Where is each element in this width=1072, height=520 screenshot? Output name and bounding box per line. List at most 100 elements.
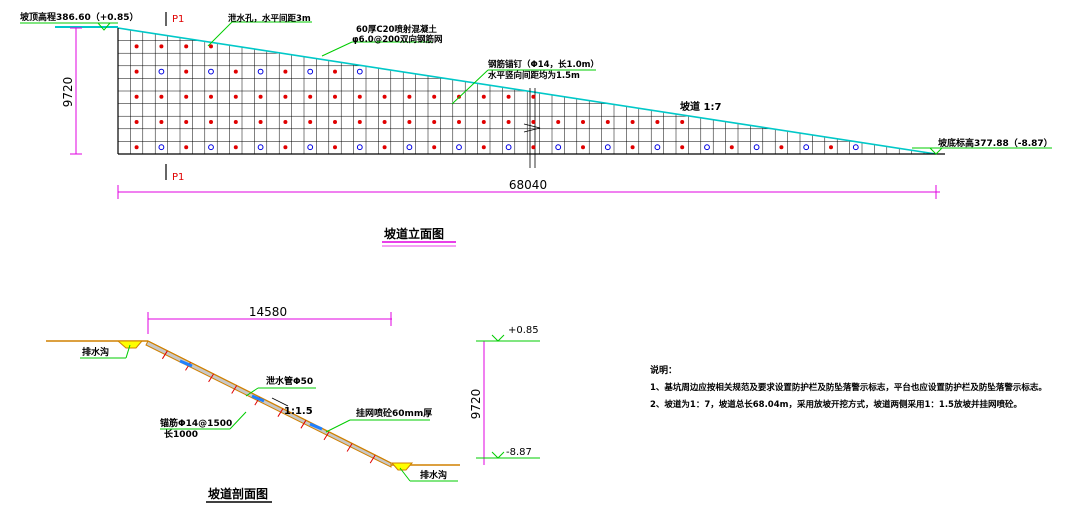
elevation-grid [118, 29, 925, 154]
slope-band [145, 340, 392, 468]
section-title: 坡道剖面图 [208, 486, 268, 501]
ditch-right-label: 排水沟 [420, 469, 447, 481]
anchor-dot [729, 145, 734, 150]
slope-label: 坡道 1:7 [680, 100, 721, 113]
anchor-dot [506, 120, 511, 124]
anchor-dot [159, 44, 164, 49]
slope-top-line [117, 27, 937, 155]
anchor-dot [134, 69, 139, 74]
anchor-dot [457, 120, 461, 124]
anchor-dot [333, 145, 337, 150]
anchor-dots [134, 44, 859, 151]
anchor-dot [283, 94, 288, 99]
section-mark-top: P1 [172, 14, 184, 25]
anchor-dot [134, 94, 139, 99]
note-item-2: 2、坡道为1：7，坡道总长68.04m，采用放坡开挖方式，坡道两侧采用1：1.5… [650, 399, 1022, 410]
top-elevation-label: 坡顶高程386.60（+0.85） [20, 11, 138, 23]
svg-text:泄水孔，水平间距3m: 泄水孔，水平间距3m [228, 13, 311, 24]
section-view: 排水沟 泄水管Φ50 挂网喷砼60mm厚 1:1.5 锚筋Φ14@1500 长1… [46, 305, 540, 503]
anchor-dot [209, 44, 213, 49]
section-anchor [231, 385, 238, 394]
anchor-dot [506, 94, 511, 99]
anchor-dot [680, 120, 685, 124]
drain-hole [803, 144, 810, 151]
drain-hole [158, 68, 165, 75]
slope-face-line [147, 340, 392, 464]
anchor-dot [481, 145, 486, 150]
anchor-dot [283, 145, 288, 150]
anchor-dot [432, 145, 437, 150]
anchor-dot [209, 120, 213, 124]
section-anchor [208, 373, 215, 383]
ditch-left-label: 排水沟 [82, 346, 109, 358]
drain-hole [158, 144, 165, 151]
anchor-dot [134, 145, 139, 150]
section-bottom-elev-marker [491, 451, 505, 459]
anchor-dot [779, 145, 784, 150]
length-dimension-text: 68040 [509, 178, 547, 192]
anchor-dot [134, 44, 139, 49]
anchor-dot [382, 145, 387, 150]
anchor-label-2: 长1000 [164, 428, 198, 440]
anchor-dot [184, 94, 189, 99]
section-anchor [277, 408, 284, 417]
drain-hole [307, 144, 314, 151]
drain-hole [456, 144, 462, 151]
anchor-dot [159, 94, 164, 99]
height-dimension: 9720 [61, 27, 82, 155]
height-dimension-text: 9720 [61, 77, 75, 108]
drain-hole [604, 144, 611, 151]
elevation-view: 坡顶高程386.60（+0.85） P1 P1 9720 68040 泄水孔，水… [20, 11, 1053, 247]
anchor-dot [581, 120, 585, 124]
anchor-dot [258, 120, 263, 124]
section-anchors [161, 350, 376, 464]
bottom-elevation-marker [929, 147, 943, 155]
drain-pipe-1 [179, 359, 193, 368]
anchor-label-1: 锚筋Φ14@1500 [160, 417, 232, 429]
expansion-joint [523, 88, 541, 168]
notes: 说明： 1、基坑周边应按相关规范及要求设置防护栏及防坠落警示标志，平台也应设置防… [650, 364, 1047, 410]
anchor-dot [581, 145, 585, 150]
anchor-dot [432, 94, 437, 99]
anchor-dot [481, 120, 486, 124]
drain-hole [753, 144, 760, 151]
notes-heading: 说明： [650, 364, 677, 376]
anchor-dot [233, 120, 238, 124]
section-top-elev: +0.85 [508, 325, 539, 336]
anchor-dot [258, 94, 263, 99]
anchor-dot [407, 94, 412, 99]
section-bottom-elev: -8.87 [506, 447, 532, 458]
length-dimension: 68040 [117, 178, 940, 199]
section-anchor [346, 443, 353, 452]
shotcrete-label: 挂网喷砼60mm厚 [356, 407, 432, 419]
anchor-dot [283, 69, 288, 74]
drain-hole-note: 泄水孔，水平间距3m [207, 13, 312, 47]
section-anchor [323, 431, 330, 441]
anchor-dot [233, 69, 238, 74]
anchor-dot [308, 120, 313, 124]
anchor-dot [333, 120, 337, 124]
anchor-dot [630, 120, 635, 124]
anchor-dot [556, 120, 561, 124]
shotcrete-note: 60厚C20喷射混凝土 φ6.0@200双向钢筋网 [321, 24, 442, 57]
top-elevation-marker [97, 22, 111, 31]
drain-hole [257, 144, 264, 151]
section-top-elev-marker [491, 334, 505, 342]
anchor-dot [407, 120, 412, 124]
anchor-dot [432, 120, 437, 124]
ditch-right-shape [390, 462, 414, 471]
anchor-dot [308, 94, 313, 99]
svg-text:水平竖向间距均为1.5m: 水平竖向间距均为1.5m [487, 70, 580, 81]
anchor-dot [531, 145, 536, 150]
drain-pipe-2 [251, 394, 265, 403]
anchor-dot [333, 69, 337, 74]
section-mark-bottom: P1 [172, 172, 184, 183]
section-height-dimension: 9720 [469, 340, 540, 465]
anchor-dot [357, 120, 362, 124]
drain-hole [406, 144, 413, 151]
drain-hole [555, 144, 562, 151]
drain-hole [257, 68, 264, 75]
drain-hole [704, 144, 710, 151]
section-height-text: 9720 [469, 389, 483, 420]
anchor-dot [531, 120, 536, 124]
